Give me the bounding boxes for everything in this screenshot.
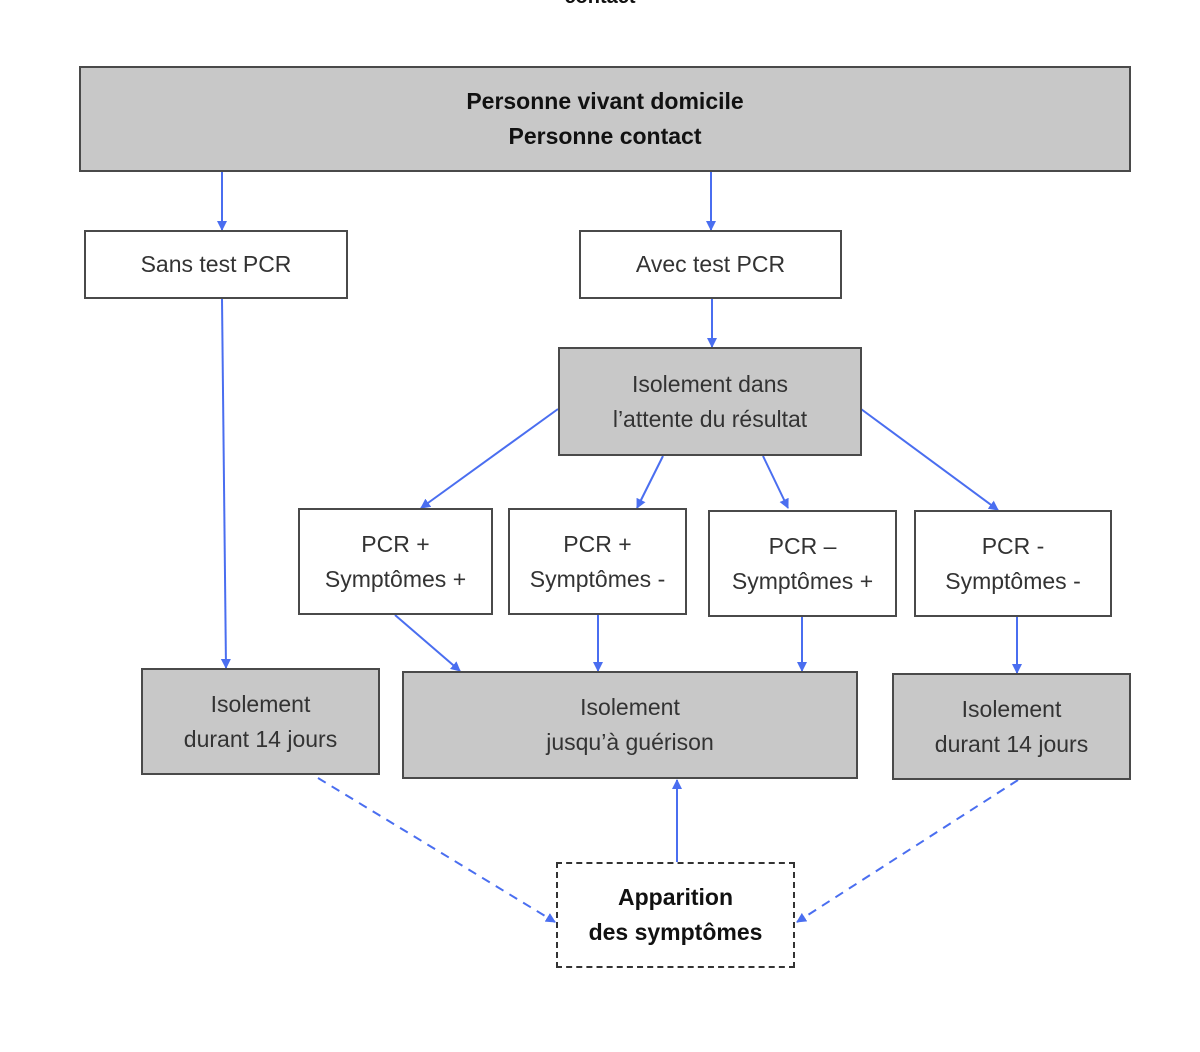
box-isolement-14-jours-right: Isolement durant 14 jours: [892, 673, 1131, 780]
box-isolement-14-jours-right-line2: durant 14 jours: [934, 730, 1089, 757]
arrow-attente-to-pcr2: [636, 455, 664, 509]
box-pcr-neg-symptomes-neg-line1: PCR -: [981, 532, 1045, 559]
box-isolement-14-jours-left-line2: durant 14 jours: [183, 725, 338, 752]
arrow-pcr1-to-guerison: [394, 614, 461, 672]
box-pcr-pos-symptomes-neg-line2: Symptômes -: [529, 565, 666, 592]
box-avec-test-pcr-label: Avec test PCR: [635, 251, 786, 277]
arrow-attente-to-pcr1: [420, 408, 559, 509]
box-pcr-pos-symptomes-pos: PCR + Symptômes +: [298, 508, 493, 615]
box-isolement-attente-line2: l’attente du résultat: [612, 405, 808, 432]
box-isolement-14-jours-right-line1: Isolement: [961, 695, 1062, 722]
box-sans-test-pcr: Sans test PCR: [84, 230, 348, 299]
box-isolement-attente: Isolement dans l’attente du résultat: [558, 347, 862, 456]
box-personne-contact-line1: Personne vivant domicile: [466, 88, 744, 114]
box-apparition-symptomes: Apparition des symptômes: [556, 862, 795, 968]
box-apparition-symptomes-line2: des symptômes: [588, 919, 763, 945]
dashed-arrow-right-to-apparition: [796, 779, 1019, 923]
box-pcr-pos-symptomes-pos-line2: Symptômes +: [324, 565, 467, 592]
box-pcr-neg-symptomes-pos-line2: Symptômes +: [731, 567, 874, 594]
title-fragment-text: contact: [0, 0, 1200, 8]
arrow-attente-to-pcr4: [860, 408, 999, 511]
dashed-arrow-left-to-apparition: [317, 777, 556, 923]
box-pcr-neg-symptomes-pos-line1: PCR –: [768, 532, 837, 559]
box-pcr-pos-symptomes-neg: PCR + Symptômes -: [508, 508, 687, 615]
box-isolement-guerison-line2: jusqu’à guérison: [546, 729, 714, 755]
box-personne-contact: Personne vivant domicile Personne contac…: [79, 66, 1131, 172]
arrow-sans-to-isolement-left: [220, 298, 231, 669]
box-apparition-symptomes-line1: Apparition: [618, 884, 733, 910]
box-avec-test-pcr: Avec test PCR: [579, 230, 842, 299]
box-pcr-pos-symptomes-pos-line1: PCR +: [361, 530, 430, 557]
box-isolement-14-jours-left: Isolement durant 14 jours: [141, 668, 380, 775]
arrow-attente-to-pcr3: [762, 455, 789, 509]
box-pcr-neg-symptomes-neg-line2: Symptômes -: [945, 567, 1081, 594]
box-isolement-guerison: Isolement jusqu’à guérison: [402, 671, 858, 779]
title-fragment: contact: [0, 0, 1200, 8]
box-personne-contact-line2: Personne contact: [508, 123, 702, 149]
box-isolement-attente-line1: Isolement dans: [632, 370, 788, 397]
box-pcr-pos-symptomes-neg-line1: PCR +: [563, 530, 632, 557]
box-sans-test-pcr-label: Sans test PCR: [140, 251, 292, 277]
box-pcr-neg-symptomes-pos: PCR – Symptômes +: [708, 510, 897, 617]
box-pcr-neg-symptomes-neg: PCR - Symptômes -: [914, 510, 1112, 617]
box-isolement-guerison-line1: Isolement: [580, 694, 680, 720]
box-isolement-14-jours-left-line1: Isolement: [210, 690, 311, 717]
